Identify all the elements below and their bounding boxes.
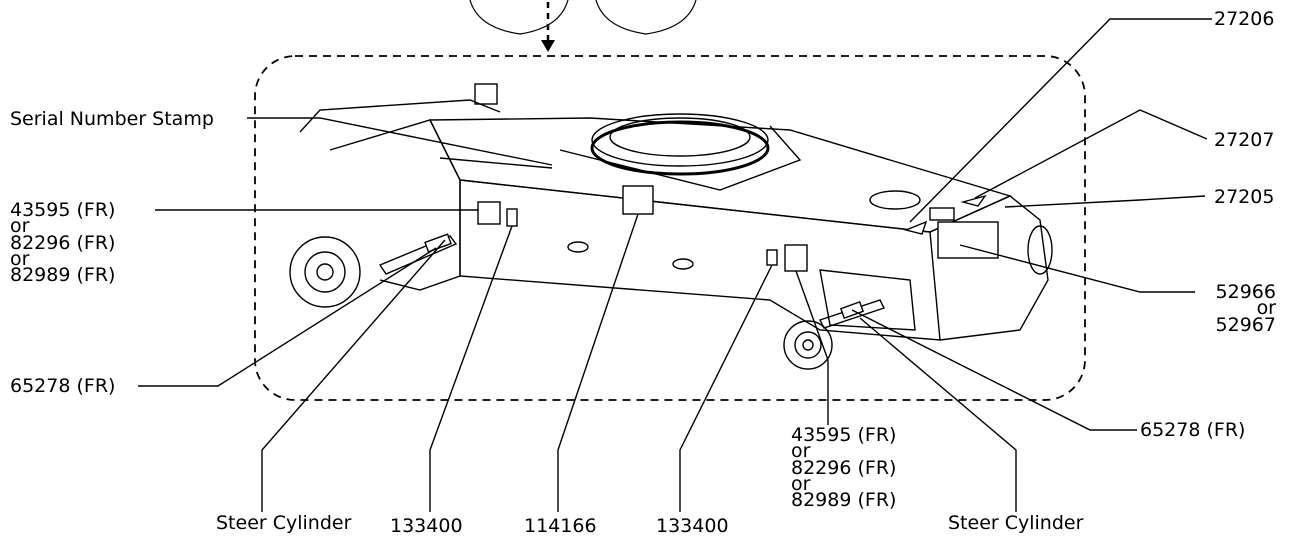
label-right-65278: 65278 (FR) — [1140, 419, 1246, 441]
label-bottom-decal-group: 43595 (FR) or 82296 (FR) or 82989 (FR) — [791, 424, 897, 512]
label-steer-cylinder-left: Steer Cylinder — [216, 512, 352, 534]
bottom-decal-line1: 43595 (FR) — [791, 424, 897, 446]
decal-114166 — [622, 185, 654, 215]
bottom-decal-line5: 82989 (FR) — [791, 489, 897, 512]
label-133400-right: 133400 — [656, 515, 729, 537]
label-serial-number-stamp: Serial Number Stamp — [10, 108, 214, 130]
bottom-decal-line2: or — [791, 440, 811, 463]
label-52966-line2: or — [1256, 297, 1276, 320]
decal-27205 — [929, 207, 955, 221]
detail-callout-circles — [469, 0, 697, 35]
label-52966-line3: 52967 — [1215, 313, 1276, 336]
decal-43595-right — [784, 244, 808, 272]
label-27205: 27205 — [1214, 186, 1275, 208]
label-114166: 114166 — [524, 515, 597, 537]
label-52966-line1: 52966 — [1215, 281, 1276, 303]
decal-133400-left — [506, 208, 518, 227]
left-decal-line5: 82989 (FR) — [10, 264, 116, 287]
decal-43595-left — [477, 201, 501, 225]
left-decal-line1: 43595 (FR) — [10, 199, 116, 221]
left-decal-line4: or — [10, 247, 30, 270]
label-52966-group: 52966 or 52967 — [1200, 281, 1276, 336]
left-decal-line2: or — [10, 215, 30, 238]
decal-27207 — [960, 194, 987, 207]
bottom-decal-line4: or — [791, 472, 811, 495]
bottom-decal-line3: 82296 (FR) — [791, 456, 897, 479]
label-left-decal-group: 43595 (FR) or 82296 (FR) or 82989 (FR) — [10, 199, 116, 287]
decal-133400-right — [766, 249, 778, 266]
serial-number-plate — [439, 157, 553, 169]
leader-lines — [138, 18, 1212, 512]
label-27207: 27207 — [1214, 129, 1275, 151]
chassis-drawing — [289, 83, 1053, 370]
label-27206: 27206 — [1214, 8, 1275, 30]
left-decal-line3: 82296 (FR) — [10, 231, 116, 254]
detail-arrow — [541, 2, 555, 52]
detail-boundary — [254, 55, 1086, 401]
label-133400-left: 133400 — [390, 515, 463, 537]
decal-65278-left — [424, 233, 452, 253]
label-steer-cylinder-right: Steer Cylinder — [948, 512, 1084, 534]
decal-27206 — [903, 220, 928, 235]
label-left-65278: 65278 (FR) — [10, 375, 116, 397]
